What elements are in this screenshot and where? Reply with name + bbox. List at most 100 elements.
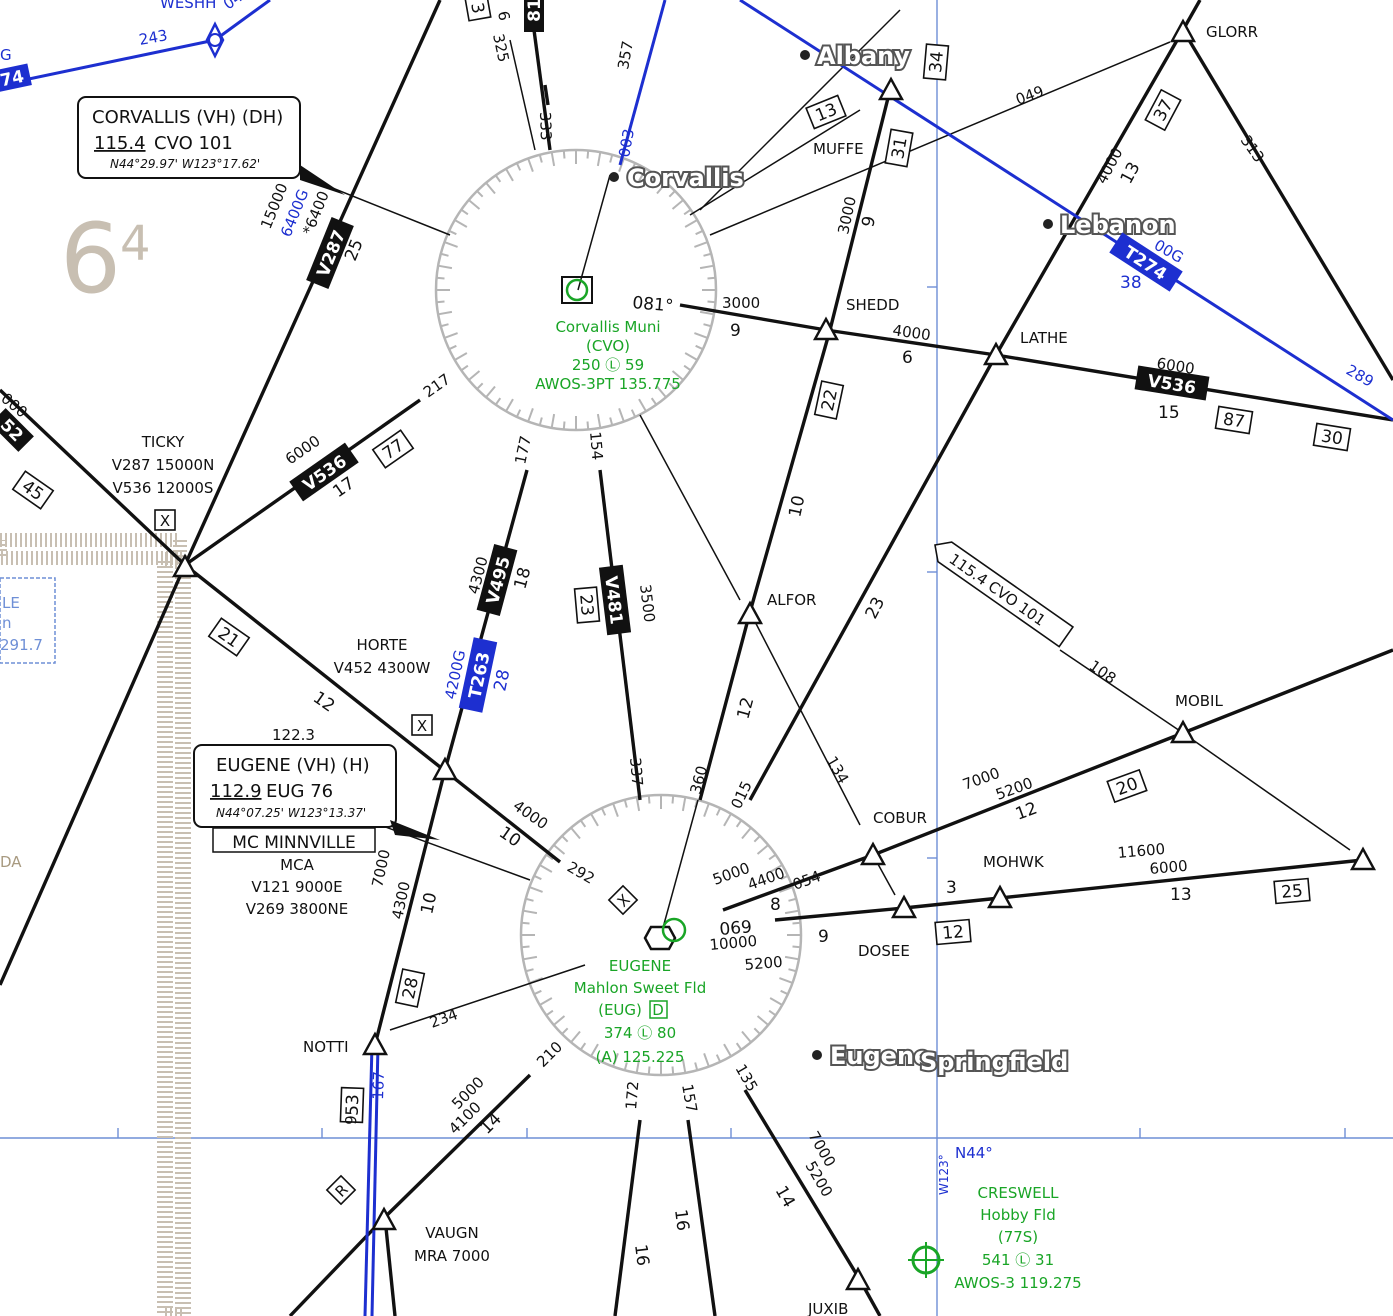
compass-tick <box>699 264 715 270</box>
total-distance-box-frame <box>884 128 914 168</box>
eugene-airport-info: 374 Ⓛ 80 <box>604 1024 676 1042</box>
route-label-radials-r003: 003 <box>615 127 638 158</box>
vor-corvallis-icon[interactable] <box>561 276 593 304</box>
compass-tick <box>505 168 514 182</box>
route-label-distances-notti: 10 <box>417 891 441 916</box>
compass-tick <box>703 1053 710 1067</box>
longitude-label: W123° <box>937 1154 951 1195</box>
eugene-comm-freq: 122.3 <box>272 726 315 744</box>
total-distance-box-frame <box>1214 405 1254 435</box>
route-label-distances-dosee2: 3 <box>946 878 957 898</box>
compass-tick <box>784 955 800 961</box>
grid-number-sup: 4 <box>120 216 151 272</box>
route-label-radials-r081: 081° <box>632 293 675 316</box>
fix-shedd-name: SHEDD <box>846 296 899 314</box>
compass-tick <box>444 332 458 339</box>
left-fragments: LE n 291.7 DA G 000 <box>0 46 56 871</box>
route-label-mea-shedd_w: 3000 <box>722 294 760 312</box>
corvallis-navaid-freq: 115.4 <box>94 133 146 154</box>
fix-mcminnville-l0: MCA <box>280 856 314 874</box>
compass-tick <box>590 813 599 827</box>
airport-creswell-icon[interactable] <box>908 1242 944 1278</box>
fix-alfor-marker[interactable] <box>737 601 763 625</box>
airport-creswell-label[interactable]: CRESWELL Hobby Fld (77S) 541 Ⓛ 31 AWOS-3… <box>954 1184 1081 1292</box>
compass-tick <box>753 835 761 843</box>
route-label-distances-t274: 38 <box>1120 273 1142 293</box>
compass-tick <box>444 241 458 248</box>
compass-tick <box>561 835 569 843</box>
fix-labels: TICKY V287 15000N V536 12000S HORTE V452… <box>112 0 1258 1316</box>
route-label-mea-shedd_e: 4000 <box>891 321 931 344</box>
frag-freq: 291.7 <box>0 636 43 654</box>
creswell-airport-info: 541 Ⓛ 31 <box>982 1251 1054 1269</box>
total-distance-box: 12 <box>934 918 972 946</box>
fix-muffe-marker[interactable] <box>878 77 904 101</box>
route-label-distances-shedd: 9 <box>730 321 741 341</box>
city-springfield: Springfield <box>920 1048 1068 1076</box>
compass-tick <box>769 997 783 1006</box>
navaid-box-eugene[interactable]: EUGENE (VH) (H) 112.9 EUG 76 N44°07.25' … <box>193 726 440 840</box>
total-distance-box-frame <box>1106 768 1148 804</box>
route-label-radials-r289: 289 <box>1343 361 1377 391</box>
compass-tick <box>460 364 469 372</box>
total-distance-box-frame <box>1273 877 1311 905</box>
corvallis-navaid-coords: N44°29.97' W123°17.62' <box>110 157 260 171</box>
compass-tick <box>699 310 715 316</box>
total-distance-value: 12 <box>941 922 964 944</box>
compass-tick <box>788 897 797 902</box>
compass-tick <box>525 968 534 973</box>
fix-glorr-marker[interactable] <box>1170 19 1196 43</box>
route-label-distances-cobur: 12 <box>1013 799 1040 825</box>
route-label-mea-notti_2: 4300 <box>388 880 414 921</box>
route-label-mea-notti_1: 7000 <box>368 848 394 889</box>
compass-tick <box>570 827 581 840</box>
fix-alfor-name: ALFOR <box>767 591 816 609</box>
compass-tick <box>454 352 468 361</box>
airport-corvallis-label[interactable]: Corvallis Muni (CVO) 250 Ⓛ 59 AWOS-3PT 1… <box>535 318 681 393</box>
total-distance-value: 87 <box>1222 409 1247 432</box>
compass-tick <box>650 174 658 183</box>
route-label-radials-r210: 210 <box>533 1038 566 1071</box>
compass-tick <box>505 398 514 412</box>
total-distance-value: 53 <box>343 1094 364 1116</box>
vor-eugene-icon[interactable] <box>643 917 687 951</box>
compass-tick <box>694 1062 699 1071</box>
vor-weshh-icon[interactable] <box>205 21 225 59</box>
compass-tick <box>485 385 496 398</box>
navaid-box-corvallis[interactable]: CORVALLIS (VH) (DH) 115.4 CVO 101 N44°29… <box>77 96 345 195</box>
fix-east-marker[interactable] <box>1350 847 1376 871</box>
fix-mobil-marker[interactable] <box>1170 720 1196 744</box>
compass-tick <box>468 199 481 210</box>
latitude-label: N44° <box>955 1144 993 1162</box>
compass-tick <box>671 795 675 804</box>
cvo-callout-text: 115.4 CVO 101 <box>946 550 1049 630</box>
compass-tick <box>715 1054 722 1063</box>
airport-eugene-label[interactable]: EUGENE Mahlon Sweet Fld (EUG) D 374 Ⓛ 80… <box>574 957 706 1066</box>
compass-tick <box>468 370 481 381</box>
fix-cobur-marker[interactable] <box>860 842 886 866</box>
fix-juxib-marker[interactable] <box>845 1267 871 1291</box>
eugene-navaid-name: EUGENE (VH) (H) <box>216 755 370 776</box>
grid-number: 6 <box>60 203 121 315</box>
total-distance-box-frame <box>1144 88 1182 132</box>
total-distance-value: 23 <box>575 593 597 616</box>
fix-notti-name: NOTTI <box>303 1038 349 1056</box>
corvallis-airport-id: (CVO) <box>586 337 630 355</box>
compass-tick <box>647 1066 651 1075</box>
fix-glorr-name: GLORR <box>1206 23 1258 41</box>
compass-tick <box>440 252 449 257</box>
fix-notti-marker[interactable] <box>362 1032 388 1056</box>
compass-tick <box>538 417 543 426</box>
fix-horte-marker[interactable] <box>432 757 458 781</box>
route-label-radials-r049: 049 <box>1013 82 1046 109</box>
compass-tick <box>522 955 538 961</box>
svg-text:81: 81 <box>525 0 545 22</box>
creswell-airport-name2: Hobby Fld <box>980 1206 1055 1224</box>
compass-tick <box>703 323 712 328</box>
route-label-radials-r357: 357 <box>614 39 637 70</box>
compass-tick <box>600 807 607 816</box>
compass-tick <box>600 1054 607 1063</box>
corvallis-airport-info: 250 Ⓛ 59 <box>572 356 644 374</box>
route-label-radials-r157: 157 <box>678 1083 701 1114</box>
